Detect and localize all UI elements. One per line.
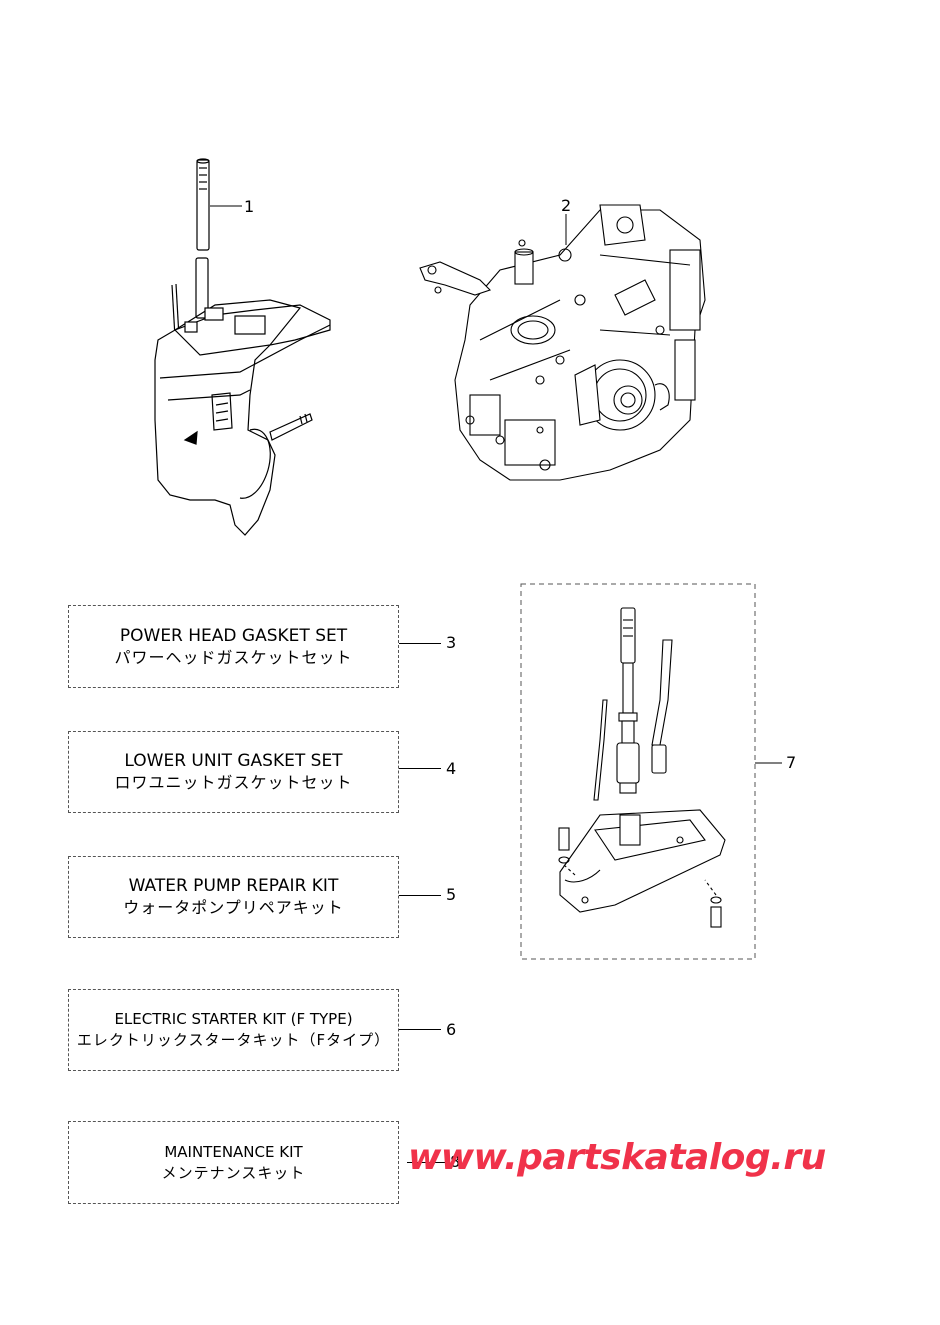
- kit-label-en: MAINTENANCE KIT: [164, 1142, 303, 1161]
- callout-5: 5: [446, 885, 457, 904]
- kit-box-maintenance: MAINTENANCE KIT メンテナンスキット: [68, 1121, 399, 1204]
- kit-box-lower-unit-gasket: LOWER UNIT GASKET SET ロワユニットガスケットセット: [68, 731, 399, 813]
- callout-8: 8: [450, 1152, 461, 1171]
- leader-3: [399, 643, 441, 644]
- kit-box-electric-starter: ELECTRIC STARTER KIT (F TYPE) エレクトリックスター…: [68, 989, 399, 1071]
- callout-6: 6: [446, 1020, 457, 1039]
- lower-unit-illustration: [154, 158, 331, 536]
- kit-label-en: ELECTRIC STARTER KIT (F TYPE): [114, 1010, 353, 1028]
- kit-label-ja: エレクトリックスタータキット（Fタイプ）: [76, 1031, 391, 1049]
- leader-6: [399, 1029, 441, 1030]
- callout-1: 1: [244, 197, 255, 216]
- water-pump-illustration: [558, 607, 726, 928]
- leader-5: [399, 895, 441, 896]
- kit-label-ja: ロワユニットガスケットセット: [114, 773, 353, 792]
- callout-2: 2: [561, 196, 572, 215]
- kit-label-en: POWER HEAD GASKET SET: [119, 625, 348, 646]
- callout-3: 3: [446, 633, 457, 652]
- kit-label-en: LOWER UNIT GASKET SET: [124, 751, 343, 771]
- power-head-illustration: [419, 204, 706, 481]
- watermark-text: www.partskatalog.ru: [408, 1137, 826, 1178]
- kit-label-ja: パワーヘッドガスケットセット: [114, 647, 353, 667]
- kit-label-ja: ウォータポンプリペアキット: [123, 898, 344, 917]
- leader-8: [407, 1162, 447, 1163]
- leader-lines: [210, 205, 782, 764]
- water-pump-kit-box: [520, 583, 756, 960]
- kit-box-water-pump-repair: WATER PUMP REPAIR KIT ウォータポンプリペアキット: [68, 856, 399, 938]
- callout-7: 7: [786, 753, 797, 772]
- callout-4: 4: [446, 759, 457, 778]
- kit-box-power-head-gasket: POWER HEAD GASKET SET パワーヘッドガスケットセット: [68, 605, 399, 688]
- leader-4: [399, 768, 441, 769]
- kit-label-en: WATER PUMP REPAIR KIT: [128, 876, 339, 896]
- kit-label-ja: メンテナンスキット: [161, 1163, 306, 1182]
